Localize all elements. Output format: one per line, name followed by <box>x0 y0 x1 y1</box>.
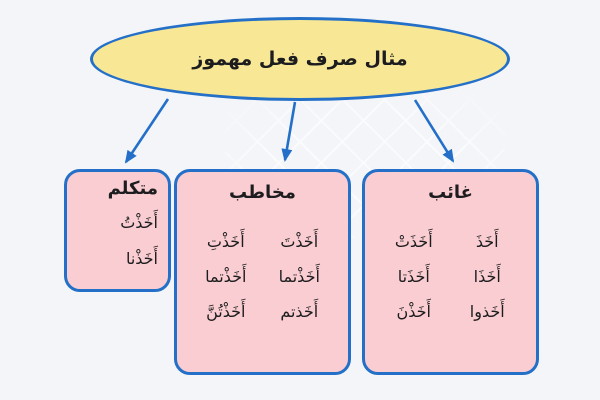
verb-form: أَخَذتم <box>280 302 319 321</box>
verb-form: أَخَذْتما <box>205 267 247 286</box>
verb-form: أَخَذْتِ <box>206 232 245 251</box>
verb-form: أَخَذْتَ <box>280 232 319 251</box>
verb-form: أَخَذوا <box>469 302 505 321</box>
verb-form: أَخَذَا <box>473 267 501 286</box>
verb-form: أَخَذْنَ <box>396 302 431 321</box>
addressee-word-grid: أَخَذْتَ أَخَذْتِ أَخَذْتما أَخَذْتما أَ… <box>177 230 348 323</box>
verb-form: أَخَذَتْ <box>394 232 433 251</box>
verb-form: أَخَذْنا <box>125 249 158 268</box>
root-node-ellipse: مثال صرف فعل مهموز <box>90 17 510 101</box>
arrow-to-speaker-box <box>124 98 170 164</box>
node-addressee-box: مخاطب أَخَذْتَ أَخَذْتِ أَخَذْتما أَخَذْ… <box>174 169 351 375</box>
verb-form: أَخَذَ <box>475 232 499 251</box>
node-absent-box: غائب أَخَذَ أَخَذَتْ أَخَذَا أَخَذَتا أَ… <box>362 169 539 375</box>
verb-form: أَخَذْتُ <box>120 213 158 232</box>
absent-word-grid: أَخَذَ أَخَذَتْ أَخَذَا أَخَذَتا أَخَذوا… <box>365 230 536 323</box>
verb-form: أَخَذْتما <box>278 267 320 286</box>
node-speaker-box: متكلم أَخَذْتُ أَخَذْنا <box>64 169 171 292</box>
verb-form: أَخَذْتُنَّ <box>206 302 246 321</box>
absent-header: غائب <box>428 182 473 203</box>
verb-form: أَخَذَتا <box>397 267 430 286</box>
diagram-title: مثال صرف فعل مهموز <box>192 48 408 70</box>
addressee-header: مخاطب <box>229 182 296 203</box>
speaker-header: متكلم <box>107 178 158 199</box>
